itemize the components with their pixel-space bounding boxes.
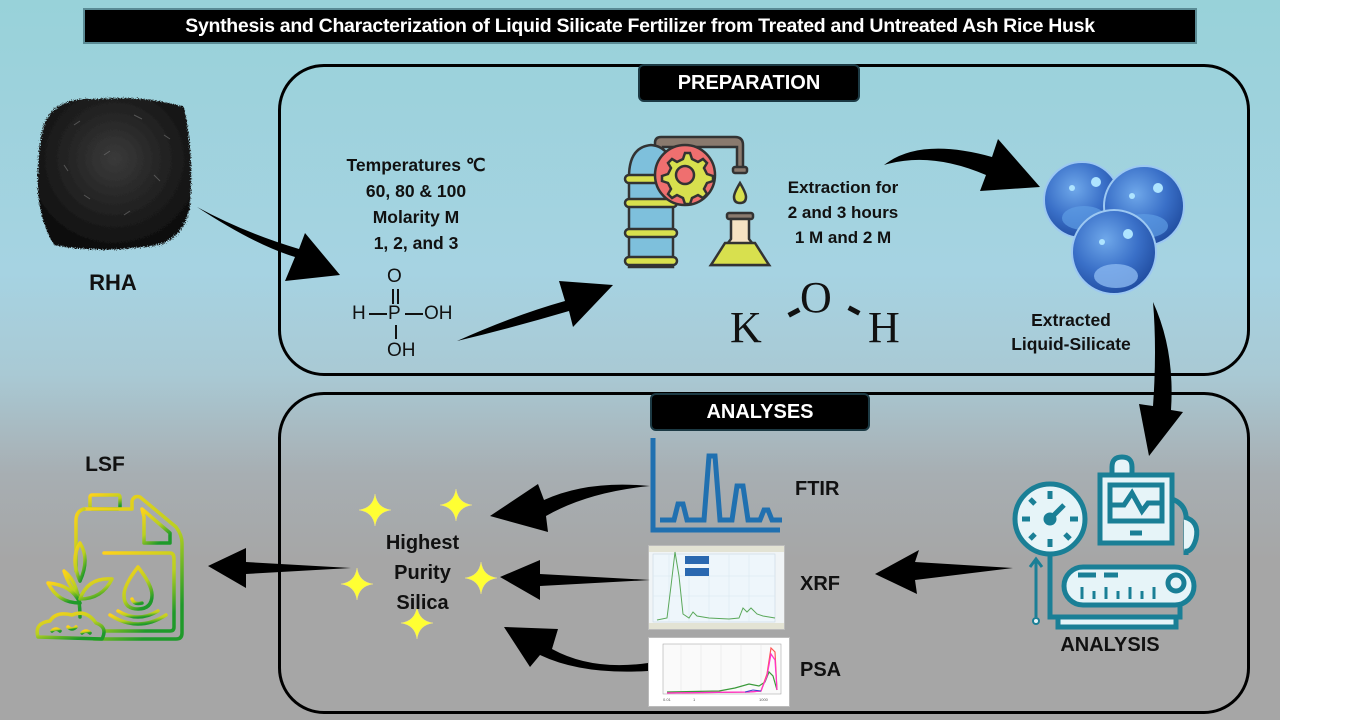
psa-label: PSA [800,659,842,681]
acid-atom-center: P [388,303,401,324]
extraction-line-3: 1 M and 2 M [794,228,892,247]
silica-line-2: Purity [394,562,451,584]
reaction-conditions: Temperatures ℃ 60, 80 & 100 Molarity M 1… [326,152,506,256]
arrow-rha-to-acid [197,207,340,281]
arrow-analysis-to-xrf [875,550,1013,594]
arrow-acid-to-reactor [457,281,613,341]
arrow-xrf-to-silica [500,560,650,600]
acid-structure: O H P OH OH [350,266,460,361]
rha-label: RHA [89,270,137,295]
koh-atom-h: H [868,303,900,352]
lsf-label: LSF [85,453,125,476]
conditions-molarity-label: Molarity M [372,207,460,227]
silica-line-3: Silica [396,592,449,614]
extraction-conditions: Extraction for 2 and 3 hours 1 M and 2 M [768,175,918,250]
xrf-spectrum-thumbnail [648,545,785,630]
silicate-spheres-icon [1043,161,1185,295]
acid-atom-left: H [352,303,366,324]
acid-atom-top: O [387,266,402,287]
conditions-molarity-values: 1, 2, and 3 [373,233,459,253]
ftir-spectrum-icon [650,438,782,533]
extracted-label-line-1: Extracted [1031,310,1111,330]
highest-purity-silica-label: Highest Purity Silica [370,528,475,618]
conditions-temperature-values: 60, 80 & 100 [365,181,467,201]
preparation-section-label: PREPARATION [638,64,860,102]
svg-text:0.01: 0.01 [663,697,672,702]
koh-structure: K O H [730,272,920,352]
psa-distribution-thumbnail: 0.01 1 1000 [648,637,790,707]
extracted-silicate-label: Extracted Liquid-Silicate [996,308,1146,356]
acid-atom-right: OH [424,303,453,324]
koh-atom-k: K [730,303,762,352]
arrow-psa-to-silica [504,627,648,672]
ftir-label: FTIR [795,478,840,500]
silica-line-1: Highest [385,532,460,554]
diagram-title: Synthesis and Characterization of Liquid… [83,8,1197,44]
xrf-label: XRF [800,573,840,595]
svg-text:1000: 1000 [759,697,769,702]
conditions-temperature-label: Temperatures ℃ [346,155,486,175]
arrow-silica-to-lsf [208,548,351,588]
diagram-canvas [0,0,1280,720]
chemical-reactor-icon [623,135,772,269]
rice-husk-ash-icon [37,98,192,250]
koh-atom-o: O [800,273,832,322]
arrow-extraction-to-silicate [884,139,1040,191]
arrow-silicate-to-analysis [1139,302,1183,456]
sparkle-icon [358,493,392,527]
arrow-ftir-to-silica [490,484,650,532]
extracted-label-line-2: Liquid-Silicate [1011,334,1131,354]
extraction-line-2: 2 and 3 hours [787,203,899,222]
sparkle-icon [439,488,473,522]
analysis-label: ANALYSIS [1060,634,1160,656]
acid-atom-bottom: OH [387,340,416,361]
analyses-section-label: ANALYSES [650,393,870,431]
analysis-instrument-icon [1012,454,1200,630]
fertilizer-jug-icon [35,493,184,641]
extraction-line-1: Extraction for [787,178,899,197]
svg-text:1: 1 [693,697,696,702]
